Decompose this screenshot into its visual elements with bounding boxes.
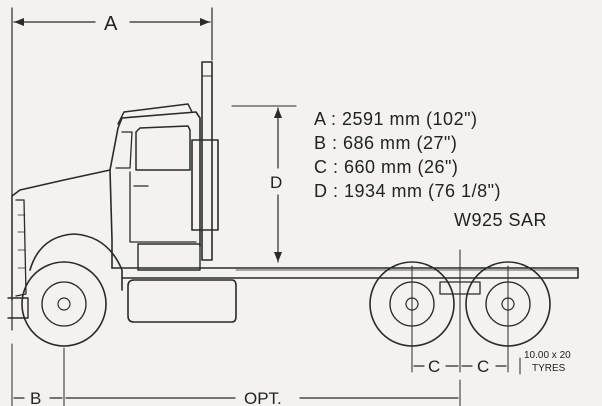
front-wheel xyxy=(21,261,107,347)
cab-window xyxy=(135,125,191,171)
front-fender xyxy=(29,233,123,291)
dim-d-arrow-bottom xyxy=(274,252,282,262)
spec-c: C : 660 mm (26") xyxy=(314,157,458,177)
dim-b-label: B xyxy=(30,389,41,406)
spec-list: A : 2591 mm (102") B : 686 mm (27") C : … xyxy=(314,109,547,230)
dim-a-arrow-left xyxy=(14,18,24,26)
dim-d-arrow-top xyxy=(274,108,282,118)
dim-c-label-2: C xyxy=(477,357,489,376)
dim-a-label: A xyxy=(104,13,118,35)
dim-a-arrow-right xyxy=(200,18,210,26)
cab-step-box xyxy=(137,243,201,271)
hood-outline xyxy=(11,169,113,269)
grille xyxy=(15,199,27,297)
dimension-c: C C xyxy=(411,249,509,376)
cab-roof-visor xyxy=(117,103,193,125)
air-cleaner xyxy=(191,139,219,231)
fuel-tank xyxy=(127,279,237,323)
spec-b: B : 686 mm (27") xyxy=(314,133,457,153)
dimension-opt: OPT. xyxy=(65,379,461,406)
front-wheel-rim xyxy=(41,281,87,327)
tyres-note: 10.00 x 20 TYRES xyxy=(519,350,571,375)
tyres-size: 10.00 x 20 xyxy=(524,350,571,361)
dimension-b: B xyxy=(11,343,65,406)
exhaust-stack xyxy=(201,61,213,261)
cab-door xyxy=(129,171,197,243)
model-name: W925 SAR xyxy=(454,210,547,230)
rear-suspension xyxy=(439,281,481,295)
tyres-label: TYRES xyxy=(532,363,566,374)
dim-c-label-1: C xyxy=(428,357,440,376)
dim-d-label: D xyxy=(270,173,282,192)
spec-a: A : 2591 mm (102") xyxy=(314,109,477,129)
truck-drawing xyxy=(7,61,579,347)
dimension-a: A xyxy=(11,7,213,331)
chassis-frame xyxy=(111,267,579,279)
front-wheel-tyre xyxy=(21,261,107,347)
front-bumper xyxy=(7,297,29,319)
dim-opt-label: OPT. xyxy=(244,389,282,406)
spec-d: D : 1934 mm (76 1/8") xyxy=(314,181,501,201)
dimension-d: D xyxy=(231,105,297,263)
front-window xyxy=(115,131,133,169)
front-wheel-hub xyxy=(57,297,71,311)
